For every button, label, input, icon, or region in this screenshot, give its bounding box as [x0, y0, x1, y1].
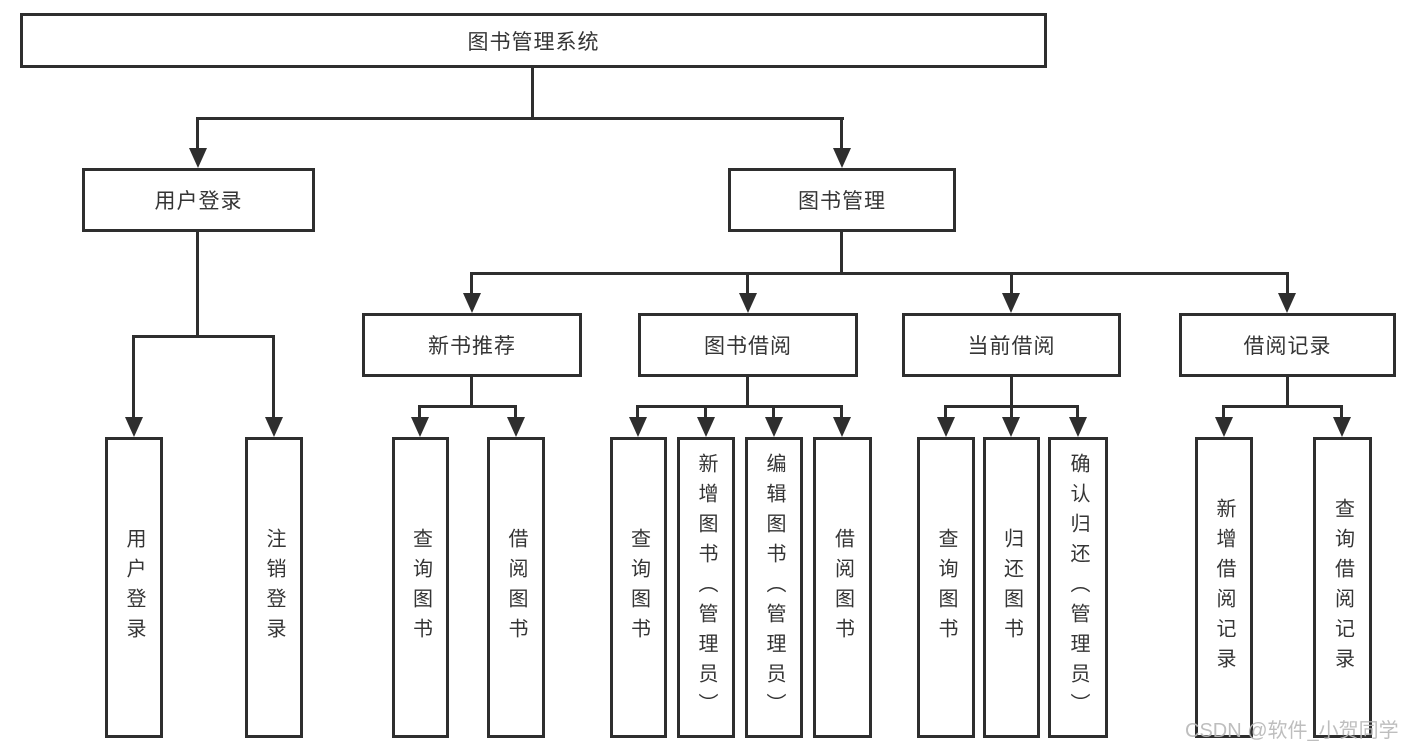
node-book-borrowing: 图书借阅: [638, 313, 858, 377]
leaf-query-borrow-record: 查询借阅记录: [1313, 437, 1372, 738]
arrowhead-down-icon: [1002, 417, 1020, 437]
node-label: 借阅记录: [1243, 334, 1332, 358]
node-current-borrowing: 当前借阅: [902, 313, 1121, 377]
node-label: 图书借阅: [704, 334, 792, 358]
leaf-return-books: 归还图书: [983, 437, 1040, 738]
arrowhead-down-icon: [1278, 293, 1296, 313]
arrowhead-down-icon: [833, 417, 851, 437]
node-user-login: 用户登录: [82, 168, 315, 232]
connector-line: [840, 232, 843, 275]
connector-line: [196, 117, 199, 150]
arrowhead-down-icon: [697, 417, 715, 437]
leaf-logout: 注销登录: [245, 437, 303, 738]
arrowhead-down-icon: [125, 417, 143, 437]
connector-line: [418, 405, 421, 419]
connector-line: [196, 232, 199, 338]
node-label: 图书管理系统: [467, 29, 600, 54]
connector-line: [1076, 405, 1079, 419]
connector-line: [746, 272, 749, 295]
connector-line: [1340, 405, 1343, 419]
node-label: 新增图书（管理员）: [695, 452, 717, 723]
connector-line: [1222, 405, 1343, 408]
node-book-management: 图书管理: [728, 168, 956, 232]
connector-line: [636, 405, 639, 419]
connector-line: [704, 405, 707, 419]
connector-line: [470, 377, 473, 408]
connector-line: [1286, 377, 1289, 408]
node-label: 借阅图书: [831, 527, 854, 648]
connector-line: [840, 117, 843, 150]
node-label: 编辑图书（管理员）: [763, 452, 785, 723]
arrowhead-down-icon: [1215, 417, 1233, 437]
node-label: 用户登录: [154, 189, 243, 213]
node-label: 新增借阅记录: [1213, 497, 1235, 678]
leaf-query-books-current: 查询图书: [917, 437, 975, 738]
watermark: CSDN @软件_小贺同学: [1185, 720, 1399, 742]
node-label: 当前借阅: [967, 334, 1056, 358]
connector-line: [470, 272, 1289, 275]
leaf-add-borrow-record: 新增借阅记录: [1195, 437, 1253, 738]
leaf-add-book-admin: 新增图书（管理员）: [677, 437, 735, 738]
arrowhead-down-icon: [189, 148, 207, 168]
connector-line: [772, 405, 775, 419]
connector-line: [1010, 405, 1013, 419]
node-label: 确认归还（管理员）: [1067, 452, 1089, 723]
arrowhead-down-icon: [629, 417, 647, 437]
arrowhead-down-icon: [463, 293, 481, 313]
arrowhead-down-icon: [507, 417, 525, 437]
node-label: 查询图书: [627, 527, 650, 648]
leaf-borrow-books-recommend: 借阅图书: [487, 437, 545, 738]
connector-line: [132, 335, 135, 419]
connector-line: [944, 405, 947, 419]
connector-line: [132, 335, 275, 338]
connector-line: [636, 405, 843, 408]
connector-line: [418, 405, 517, 408]
connector-line: [1286, 272, 1289, 295]
arrowhead-down-icon: [265, 417, 283, 437]
arrowhead-down-icon: [1002, 293, 1020, 313]
node-label: 查询图书: [935, 527, 957, 648]
connector-line: [840, 405, 843, 419]
leaf-borrow-books-borrowing: 借阅图书: [813, 437, 872, 738]
leaf-query-books-borrowing: 查询图书: [610, 437, 667, 738]
connector-line: [746, 377, 749, 408]
node-label: 查询图书: [409, 527, 432, 648]
connector-line: [196, 117, 844, 120]
connector-line: [1010, 377, 1013, 408]
node-label: 归还图书: [1000, 527, 1023, 648]
connector-line: [470, 272, 473, 295]
leaf-confirm-return-admin: 确认归还（管理员）: [1048, 437, 1108, 738]
arrowhead-down-icon: [1333, 417, 1351, 437]
node-new-book-recommend: 新书推荐: [362, 313, 582, 377]
arrowhead-down-icon: [833, 148, 851, 168]
arrowhead-down-icon: [765, 417, 783, 437]
connector-line: [1010, 272, 1013, 295]
node-library-system: 图书管理系统: [20, 13, 1047, 68]
arrowhead-down-icon: [1069, 417, 1087, 437]
arrowhead-down-icon: [937, 417, 955, 437]
node-label: 图书管理: [798, 189, 886, 213]
connector-line: [531, 67, 534, 120]
connector-line: [1222, 405, 1225, 419]
arrowhead-down-icon: [411, 417, 429, 437]
node-label: 注销登录: [263, 527, 285, 648]
leaf-edit-book-admin: 编辑图书（管理员）: [745, 437, 803, 738]
connector-line: [514, 405, 517, 419]
arrowhead-down-icon: [739, 293, 757, 313]
node-label: 新书推荐: [428, 334, 516, 358]
connector-line: [272, 335, 275, 419]
leaf-query-books-recommend: 查询图书: [392, 437, 449, 738]
node-borrowing-records: 借阅记录: [1179, 313, 1396, 377]
leaf-user-login: 用户登录: [105, 437, 163, 738]
node-label: 用户登录: [123, 527, 145, 648]
node-label: 借阅图书: [505, 527, 527, 648]
node-label: 查询借阅记录: [1331, 497, 1354, 678]
